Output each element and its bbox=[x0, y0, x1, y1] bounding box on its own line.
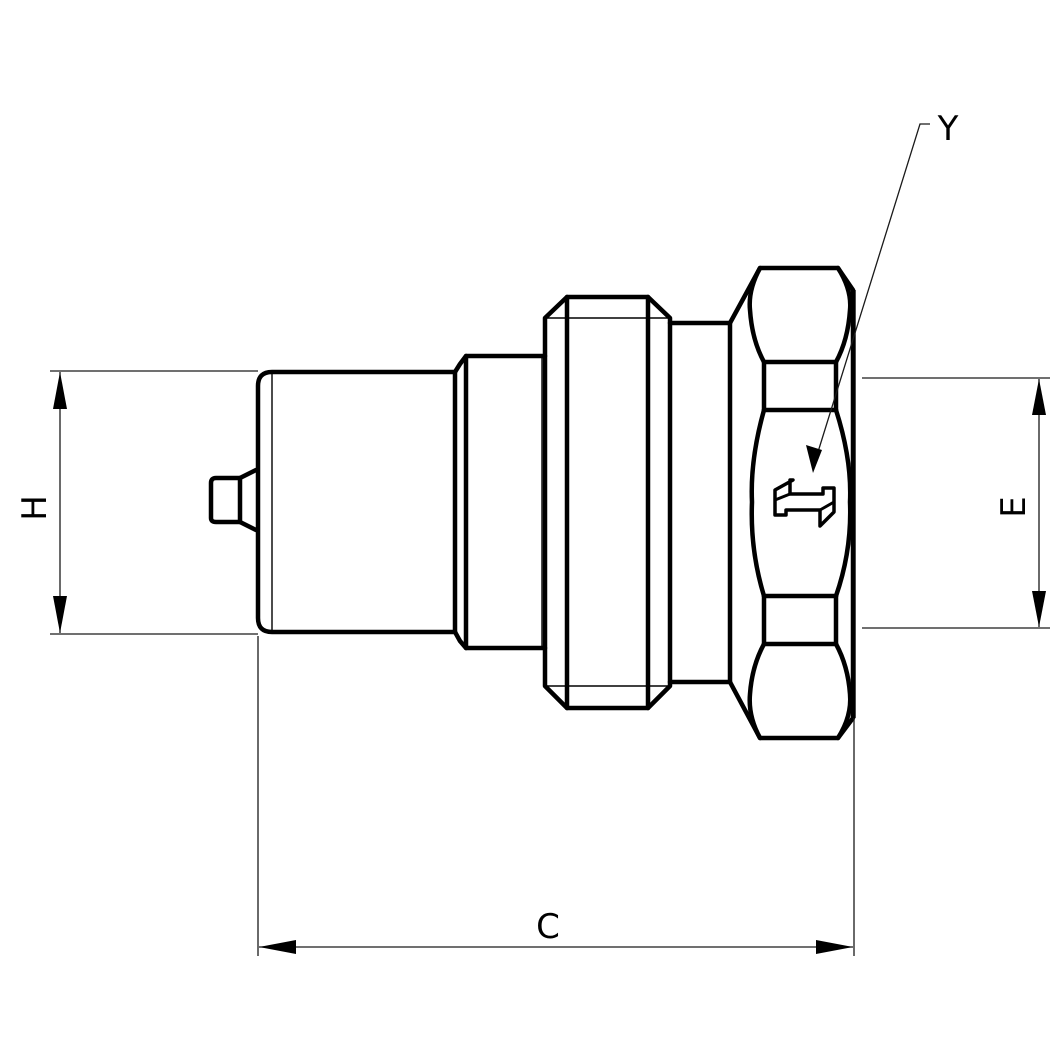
hex-nut bbox=[727, 265, 856, 741]
poppet-tip bbox=[208, 467, 259, 533]
step-collar bbox=[452, 353, 548, 651]
nose-cylinder bbox=[255, 369, 458, 635]
dimension-label-h: H bbox=[15, 495, 55, 521]
dimension-label-e: E bbox=[994, 496, 1034, 517]
arrow-down-icon bbox=[53, 596, 67, 633]
dimension-c: C bbox=[257, 636, 855, 956]
callout-y: Y bbox=[806, 109, 959, 473]
coupling-body bbox=[208, 265, 856, 741]
callout-label-y: Y bbox=[937, 109, 959, 149]
arrow-up-icon bbox=[53, 372, 67, 409]
arrow-down-icon bbox=[1032, 591, 1046, 627]
ring-collar bbox=[542, 294, 673, 711]
dimension-e: E bbox=[862, 377, 1050, 629]
arrow-left-icon bbox=[259, 940, 296, 954]
neck bbox=[667, 320, 733, 685]
leader-arrow-icon bbox=[806, 445, 822, 473]
bidirectional-arrow-icon bbox=[773, 478, 836, 528]
arrow-right-icon bbox=[816, 940, 853, 954]
arrow-up-icon bbox=[1032, 379, 1046, 415]
dimension-h: H bbox=[15, 370, 258, 635]
dimension-label-c: C bbox=[536, 907, 560, 947]
